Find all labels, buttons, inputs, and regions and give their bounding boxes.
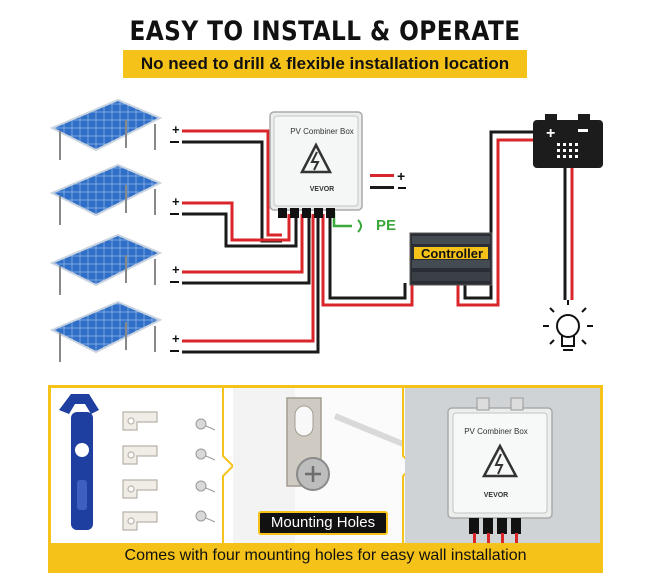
wrench-icon (59, 394, 99, 530)
caption-banner (48, 543, 603, 573)
mounting-holes-badge (258, 511, 388, 535)
svg-text:+: + (172, 331, 180, 346)
combiner-box-title: PV Combiner Box (290, 127, 354, 136)
solar-panel-icon (49, 233, 163, 295)
subtitle: No need to drill & flexible installation… (140, 54, 510, 73)
page-title: EASY TO INSTALL & OPERATE (129, 16, 521, 47)
output-wires (321, 130, 574, 307)
warning-icon (481, 443, 519, 478)
combiner-box (269, 111, 363, 218)
wire-legend: + (370, 168, 406, 189)
mounted-box-title: PV Combiner Box (464, 427, 528, 436)
panel-wires (182, 129, 320, 354)
mounted-combiner-box (447, 397, 553, 543)
combiner-box-brand: VEVOR (309, 186, 335, 193)
pe-label: PE (376, 217, 397, 234)
caption: Comes with four mounting holes for easy … (124, 547, 527, 564)
controller-rack-icon (409, 232, 493, 286)
bracket-closeup-icon (286, 397, 405, 491)
screws-icon (195, 418, 216, 523)
solar-panel-icon (49, 300, 163, 362)
solar-panel-icon (49, 163, 163, 225)
mounted-box-brand: VEVOR (483, 492, 509, 499)
battery-icon: + (533, 114, 603, 168)
pe-wire (332, 212, 352, 228)
controller-label: Controller (420, 246, 484, 261)
svg-text:+: + (172, 194, 180, 209)
polarity-marks: + + + + (170, 122, 180, 352)
solar-panel-icon (49, 98, 163, 160)
svg-text:+: + (172, 262, 180, 277)
mounting-brackets-icon (122, 411, 158, 531)
svg-text:+: + (397, 168, 405, 184)
svg-text:+: + (172, 122, 180, 137)
mounting-holes-label: Mounting Holes (270, 514, 376, 531)
accessories-photos (51, 388, 600, 543)
wiring-diagram: + + + + + (49, 98, 603, 362)
ground-icon (357, 219, 362, 233)
warning-icon (299, 142, 333, 174)
svg-text:+: + (546, 125, 555, 142)
light-bulb-icon (543, 300, 593, 351)
subtitle-banner (123, 50, 527, 78)
